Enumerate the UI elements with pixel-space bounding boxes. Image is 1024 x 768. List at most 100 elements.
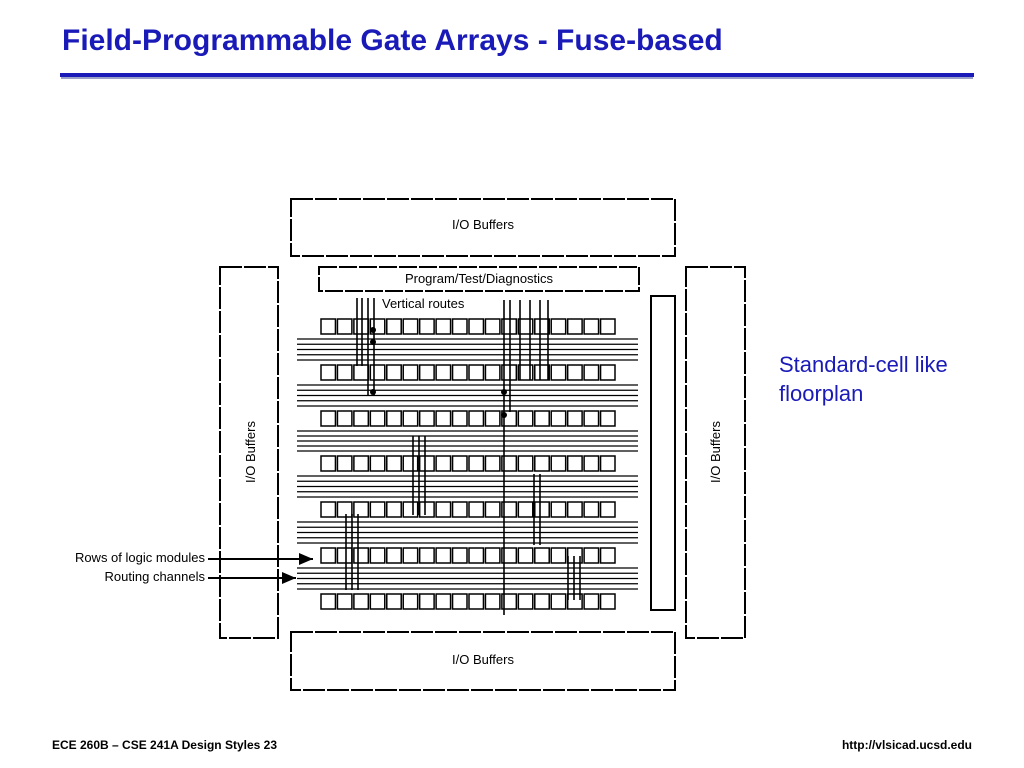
logic-module	[550, 593, 567, 610]
logic-module	[320, 593, 337, 610]
antifuse-connection	[370, 339, 376, 345]
antifuse-connection	[370, 389, 376, 395]
logic-module	[336, 501, 353, 518]
logic-module-row	[320, 364, 616, 381]
rows-of-logic-modules-label: Rows of logic modules	[75, 550, 206, 565]
routing-channels-callout: Routing channels	[105, 569, 296, 584]
logic-module	[336, 364, 353, 381]
logic-module	[418, 410, 435, 427]
side-note-line-1: Standard-cell like	[779, 352, 948, 377]
logic-module	[583, 455, 600, 472]
logic-module	[468, 364, 485, 381]
logic-module	[418, 318, 435, 335]
logic-module	[451, 318, 468, 335]
logic-module	[583, 501, 600, 518]
logic-module	[386, 364, 402, 381]
logic-module	[484, 455, 501, 472]
inner-right-column	[650, 295, 676, 611]
logic-module	[583, 547, 600, 564]
logic-module	[402, 593, 419, 610]
antifuse-connection	[501, 412, 507, 418]
logic-module-row	[320, 547, 616, 564]
logic-module	[336, 593, 353, 610]
logic-module	[534, 410, 550, 427]
logic-module	[435, 547, 452, 564]
logic-module	[566, 593, 583, 610]
logic-module	[320, 364, 337, 381]
logic-module	[435, 455, 452, 472]
logic-module	[468, 547, 485, 564]
logic-module	[583, 364, 600, 381]
logic-module	[534, 501, 550, 518]
logic-module	[320, 318, 337, 335]
logic-module	[599, 318, 616, 335]
logic-module	[468, 410, 485, 427]
side-note-line-2: floorplan	[779, 381, 864, 406]
logic-module	[484, 501, 501, 518]
logic-module	[320, 547, 337, 564]
logic-module	[336, 318, 353, 335]
logic-module	[566, 318, 583, 335]
logic-module	[484, 318, 501, 335]
logic-module	[583, 593, 600, 610]
logic-module	[517, 364, 534, 381]
logic-module	[386, 455, 402, 472]
logic-module	[353, 318, 370, 335]
logic-module	[336, 410, 353, 427]
logic-module	[353, 455, 370, 472]
logic-module	[501, 364, 518, 381]
logic-module	[550, 547, 567, 564]
logic-module	[534, 547, 550, 564]
logic-module-row	[320, 318, 616, 335]
logic-module	[583, 318, 600, 335]
logic-module	[418, 593, 435, 610]
logic-module	[369, 547, 386, 564]
routing-channels-label: Routing channels	[105, 569, 206, 584]
logic-module	[517, 593, 534, 610]
logic-module	[369, 593, 386, 610]
logic-module	[451, 501, 468, 518]
logic-module	[451, 547, 468, 564]
io-buffer-bottom-label: I/O Buffers	[452, 652, 514, 667]
logic-module	[402, 501, 419, 518]
logic-module	[550, 501, 567, 518]
logic-module	[501, 318, 518, 335]
logic-module	[599, 455, 616, 472]
slide-title: Field-Programmable Gate Arrays - Fuse-ba…	[62, 24, 723, 57]
logic-module	[501, 501, 518, 518]
logic-module	[566, 547, 583, 564]
logic-module-row	[320, 593, 616, 610]
logic-module	[435, 364, 452, 381]
logic-module	[386, 593, 402, 610]
logic-module	[402, 547, 419, 564]
logic-module	[336, 547, 353, 564]
logic-module	[451, 455, 468, 472]
logic-module	[402, 455, 419, 472]
logic-module	[468, 501, 485, 518]
logic-module	[534, 364, 550, 381]
rows-of-logic-modules-callout: Rows of logic modules	[75, 550, 313, 565]
logic-module	[451, 593, 468, 610]
logic-module	[451, 410, 468, 427]
logic-module	[534, 318, 550, 335]
logic-module-row	[320, 501, 616, 518]
routing-channels	[297, 338, 638, 590]
logic-module	[386, 410, 402, 427]
logic-module	[599, 501, 616, 518]
antifuse-connection	[501, 389, 507, 395]
logic-module	[369, 455, 386, 472]
logic-module	[550, 318, 567, 335]
program-test-diagnostics-block: Program/Test/Diagnostics	[318, 266, 640, 292]
logic-module	[534, 593, 550, 610]
logic-module	[599, 410, 616, 427]
logic-module	[566, 455, 583, 472]
logic-module	[484, 410, 501, 427]
logic-module	[418, 455, 435, 472]
footer-course-label: ECE 260B – CSE 241A Design Styles 23	[52, 738, 277, 752]
logic-module	[353, 410, 370, 427]
logic-module	[517, 501, 534, 518]
logic-module	[550, 455, 567, 472]
logic-module	[599, 593, 616, 610]
title-divider	[60, 73, 974, 77]
